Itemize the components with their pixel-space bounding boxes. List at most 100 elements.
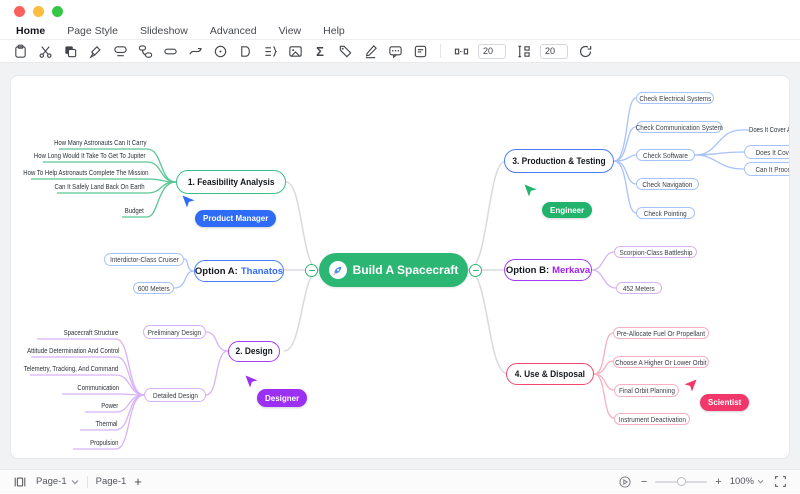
horizontal-spacing-icon[interactable] <box>453 43 469 59</box>
collapse-left-button[interactable] <box>305 264 318 277</box>
formula-icon[interactable]: Σ <box>316 43 324 59</box>
comment-icon[interactable] <box>387 43 403 59</box>
leaf-telemetry[interactable]: Telemetry, Tracking, And Command <box>23 364 118 373</box>
minimize-window-button[interactable] <box>33 5 44 17</box>
menu-help[interactable]: Help <box>323 24 345 37</box>
option-a-name: Thanatos <box>240 265 284 277</box>
leaf-communication[interactable]: Communication <box>77 383 119 392</box>
subtopic-check-electrical[interactable]: Check Electrical Systems <box>636 92 714 104</box>
summary-icon[interactable] <box>262 43 278 59</box>
leaf-power[interactable]: Power <box>100 401 118 410</box>
menu-advanced[interactable]: Advanced <box>209 24 257 37</box>
subtopic-check-software[interactable]: Check Software <box>636 149 695 161</box>
picture-icon[interactable] <box>287 43 303 59</box>
topic-production-label: 3. Production & Testing <box>512 155 606 167</box>
play-circle-icon[interactable] <box>617 474 633 490</box>
page-selector[interactable]: Page-1 <box>36 476 79 487</box>
zoom-in-button[interactable]: + <box>715 475 722 488</box>
subtopic-452-meters[interactable]: 452 Meters <box>616 282 662 294</box>
central-topic[interactable]: Build A Spacecraft <box>319 253 468 287</box>
subtopic-detailed-design[interactable]: Detailed Design <box>144 388 206 402</box>
leaf-budget[interactable]: Budget <box>124 206 144 215</box>
refresh-icon[interactable] <box>577 43 593 59</box>
vertical-spacing-icon[interactable] <box>515 43 531 59</box>
relationship-icon[interactable] <box>187 43 203 59</box>
subtopic-pre-allocate-fuel[interactable]: Pre-Allocate Fuel Or Propellant <box>613 327 709 339</box>
canvas[interactable]: Build A Spacecraft 1. Feasibility Analys… <box>0 63 800 469</box>
subtopic-choose-orbit[interactable]: Choose A Higher Or Lower Orbit <box>613 356 709 368</box>
leaf-cover-operations[interactable]: Does It Cover All Oper <box>749 125 789 134</box>
leaf-thermal[interactable]: Thermal <box>95 419 118 428</box>
leaf-attitude-control[interactable]: Attitude Determination And Control <box>26 346 119 355</box>
menu-view[interactable]: View <box>278 24 302 37</box>
statusbar: Page-1 Page-1 + − + 100% <box>0 469 800 493</box>
topic-use-disposal[interactable]: 4. Use & Disposal <box>506 363 594 385</box>
zoom-level-value: 100% <box>729 476 754 487</box>
subtopic-preliminary-design[interactable]: Preliminary Design <box>143 325 206 339</box>
topic-feasibility[interactable]: 1. Feasibility Analysis <box>176 170 286 194</box>
zoom-slider-thumb[interactable] <box>677 476 687 486</box>
topic-production[interactable]: 3. Production & Testing <box>504 149 614 173</box>
floating-topic-icon[interactable] <box>162 43 178 59</box>
horizontal-spacing-input[interactable] <box>478 43 506 59</box>
vertical-spacing-input[interactable] <box>540 43 568 59</box>
leaf-process-information[interactable]: Can It Process Inform <box>744 162 789 176</box>
subtopic-scorpion[interactable]: Scorpion-Class Battleship <box>614 246 697 258</box>
topic-design-label: 2. Design <box>235 346 273 357</box>
leaf-astronauts-carry[interactable]: How Many Astronauts Can It Carry <box>53 138 146 147</box>
titlebar <box>0 0 800 22</box>
add-page-button[interactable]: + <box>134 474 142 489</box>
topic-design[interactable]: 2. Design <box>228 341 280 362</box>
page-panel-icon[interactable] <box>12 474 28 490</box>
design-connectors <box>30 331 229 450</box>
role-tag-designer[interactable]: Designer <box>257 389 308 407</box>
zoom-out-button[interactable]: − <box>640 475 648 488</box>
subtopic-interdictor[interactable]: Interdictor-Class Cruiser <box>104 253 184 266</box>
tag-icon[interactable] <box>337 43 353 59</box>
leaf-complete-mission[interactable]: How To Help Astronauts Complete The Miss… <box>22 168 148 177</box>
callout-icon[interactable] <box>237 43 253 59</box>
topic-option-a[interactable]: Option A: Thanatos <box>194 260 284 282</box>
role-tag-scientist[interactable]: Scientist <box>700 394 750 411</box>
subtopic-check-navigation[interactable]: Check Navigation <box>636 178 699 190</box>
boundary-icon[interactable] <box>212 43 228 59</box>
subtopic-final-orbit[interactable]: Final Orbit Planning <box>614 384 679 397</box>
leaf-propulsion[interactable]: Propulsion <box>89 438 118 447</box>
topic-icon[interactable] <box>112 43 128 59</box>
product-manager-cursor-icon <box>182 195 195 208</box>
document-page: Build A Spacecraft 1. Feasibility Analys… <box>10 75 790 459</box>
role-tag-product-manager[interactable]: Product Manager <box>195 210 277 227</box>
optionA-connectors <box>173 258 195 289</box>
subtopic-icon[interactable] <box>137 43 153 59</box>
paste-icon[interactable] <box>12 43 28 59</box>
subtopic-check-communication[interactable]: Check Communication System <box>635 121 723 133</box>
menu-page-style[interactable]: Page Style <box>67 24 118 37</box>
menu-slideshow[interactable]: Slideshow <box>139 24 188 37</box>
fullscreen-icon[interactable] <box>772 474 788 490</box>
leaf-land-back[interactable]: Can It Safely Land Back On Earth <box>54 182 145 191</box>
subtopic-check-pointing[interactable]: Check Pointing <box>636 207 695 219</box>
subtopic-instrument-deactivation[interactable]: Instrument Deactivation <box>614 413 690 425</box>
note-icon[interactable] <box>412 43 428 59</box>
fullscreen-window-button[interactable] <box>52 5 63 17</box>
leaf-cover-flight[interactable]: Does It Cover All Fligh <box>744 145 789 159</box>
role-tag-engineer[interactable]: Engineer <box>542 202 593 218</box>
menu-home[interactable]: Home <box>16 24 46 37</box>
subtopic-600-meters[interactable]: 600 Meters <box>133 282 174 294</box>
page-tab[interactable]: Page-1 <box>95 476 127 487</box>
leaf-jupiter-time[interactable]: How Long Would It Take To Get To Jupiter <box>34 151 146 160</box>
copy-icon[interactable] <box>62 43 78 59</box>
zoom-slider[interactable] <box>655 476 708 486</box>
rocket-icon <box>328 261 347 279</box>
format-painter-icon[interactable] <box>87 43 103 59</box>
close-window-button[interactable] <box>14 5 25 17</box>
cut-icon[interactable] <box>37 43 53 59</box>
pen-icon[interactable] <box>362 43 378 59</box>
leaf-spacecraft-structure[interactable]: Spacecraft Structure <box>63 328 118 337</box>
option-b-name: Merkava <box>552 264 591 276</box>
production-connectors <box>613 97 749 214</box>
zoom-level-selector[interactable]: 100% <box>730 476 764 487</box>
topic-option-b[interactable]: Option B: Merkava <box>504 259 592 281</box>
menubar: Home Page Style Slideshow Advanced View … <box>0 22 800 40</box>
collapse-right-button[interactable] <box>469 264 482 277</box>
